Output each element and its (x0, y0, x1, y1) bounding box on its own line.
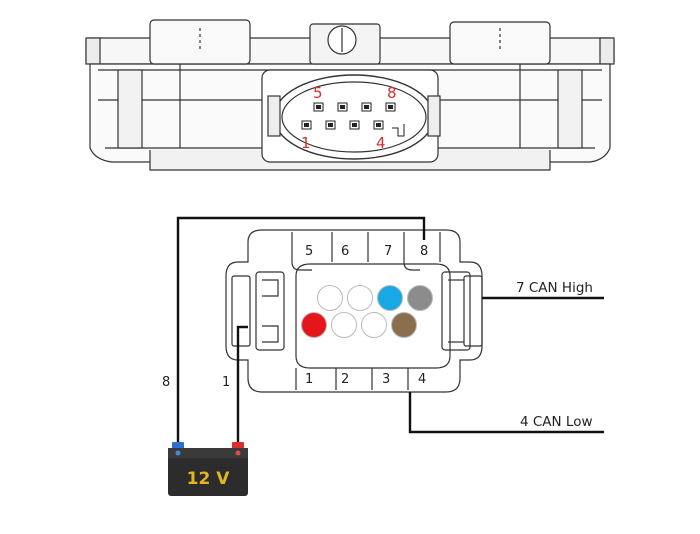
connector-pin-1 (301, 312, 327, 338)
module-housing-drawing (85, 19, 615, 171)
connector-pin-2 (331, 312, 357, 338)
pin-number-4: 4 (418, 372, 426, 387)
connector-pin-3 (361, 312, 387, 338)
can-high-label: 7 CAN High (516, 280, 593, 296)
pin-number-2: 2 (341, 372, 349, 387)
pin-number-3: 3 (382, 372, 390, 387)
battery: 12 V (168, 442, 248, 496)
wires (176, 216, 604, 448)
connector-pin-circles (301, 285, 433, 338)
pin-number-5: 5 (305, 244, 313, 259)
battery-voltage-label: 12 V (187, 469, 231, 489)
pin-number-7: 7 (384, 244, 392, 259)
wire-label-8: 8 (162, 375, 170, 390)
top-pin-label-4: 4 (376, 134, 386, 152)
pin-number-1: 1 (305, 372, 313, 387)
connector-pin-6 (347, 285, 373, 311)
top-pin-label-1: 1 (301, 134, 311, 152)
connector-pin-4 (391, 312, 417, 338)
connector-face-drawing (225, 229, 483, 393)
connector-pin-5 (317, 285, 343, 311)
connector-pin-8 (407, 285, 433, 311)
battery-body (168, 448, 248, 496)
wire-can-low (408, 392, 604, 434)
top-connector-pins: 5 8 1 4 (301, 84, 405, 152)
top-pin-label-5: 5 (313, 84, 323, 102)
can-low-label: 4 CAN Low (520, 414, 593, 430)
connector-pin-numbers: 5 6 7 8 1 2 3 4 (305, 244, 428, 387)
wire-pin-1-to-battery (236, 325, 248, 448)
top-pin-label-8: 8 (387, 84, 397, 102)
wire-pin-8-to-battery (176, 216, 426, 448)
pin-number-6: 6 (341, 244, 349, 259)
pin-number-8: 8 (420, 244, 428, 259)
connector-pin-7 (377, 285, 403, 311)
wire-label-1: 1 (222, 375, 230, 390)
